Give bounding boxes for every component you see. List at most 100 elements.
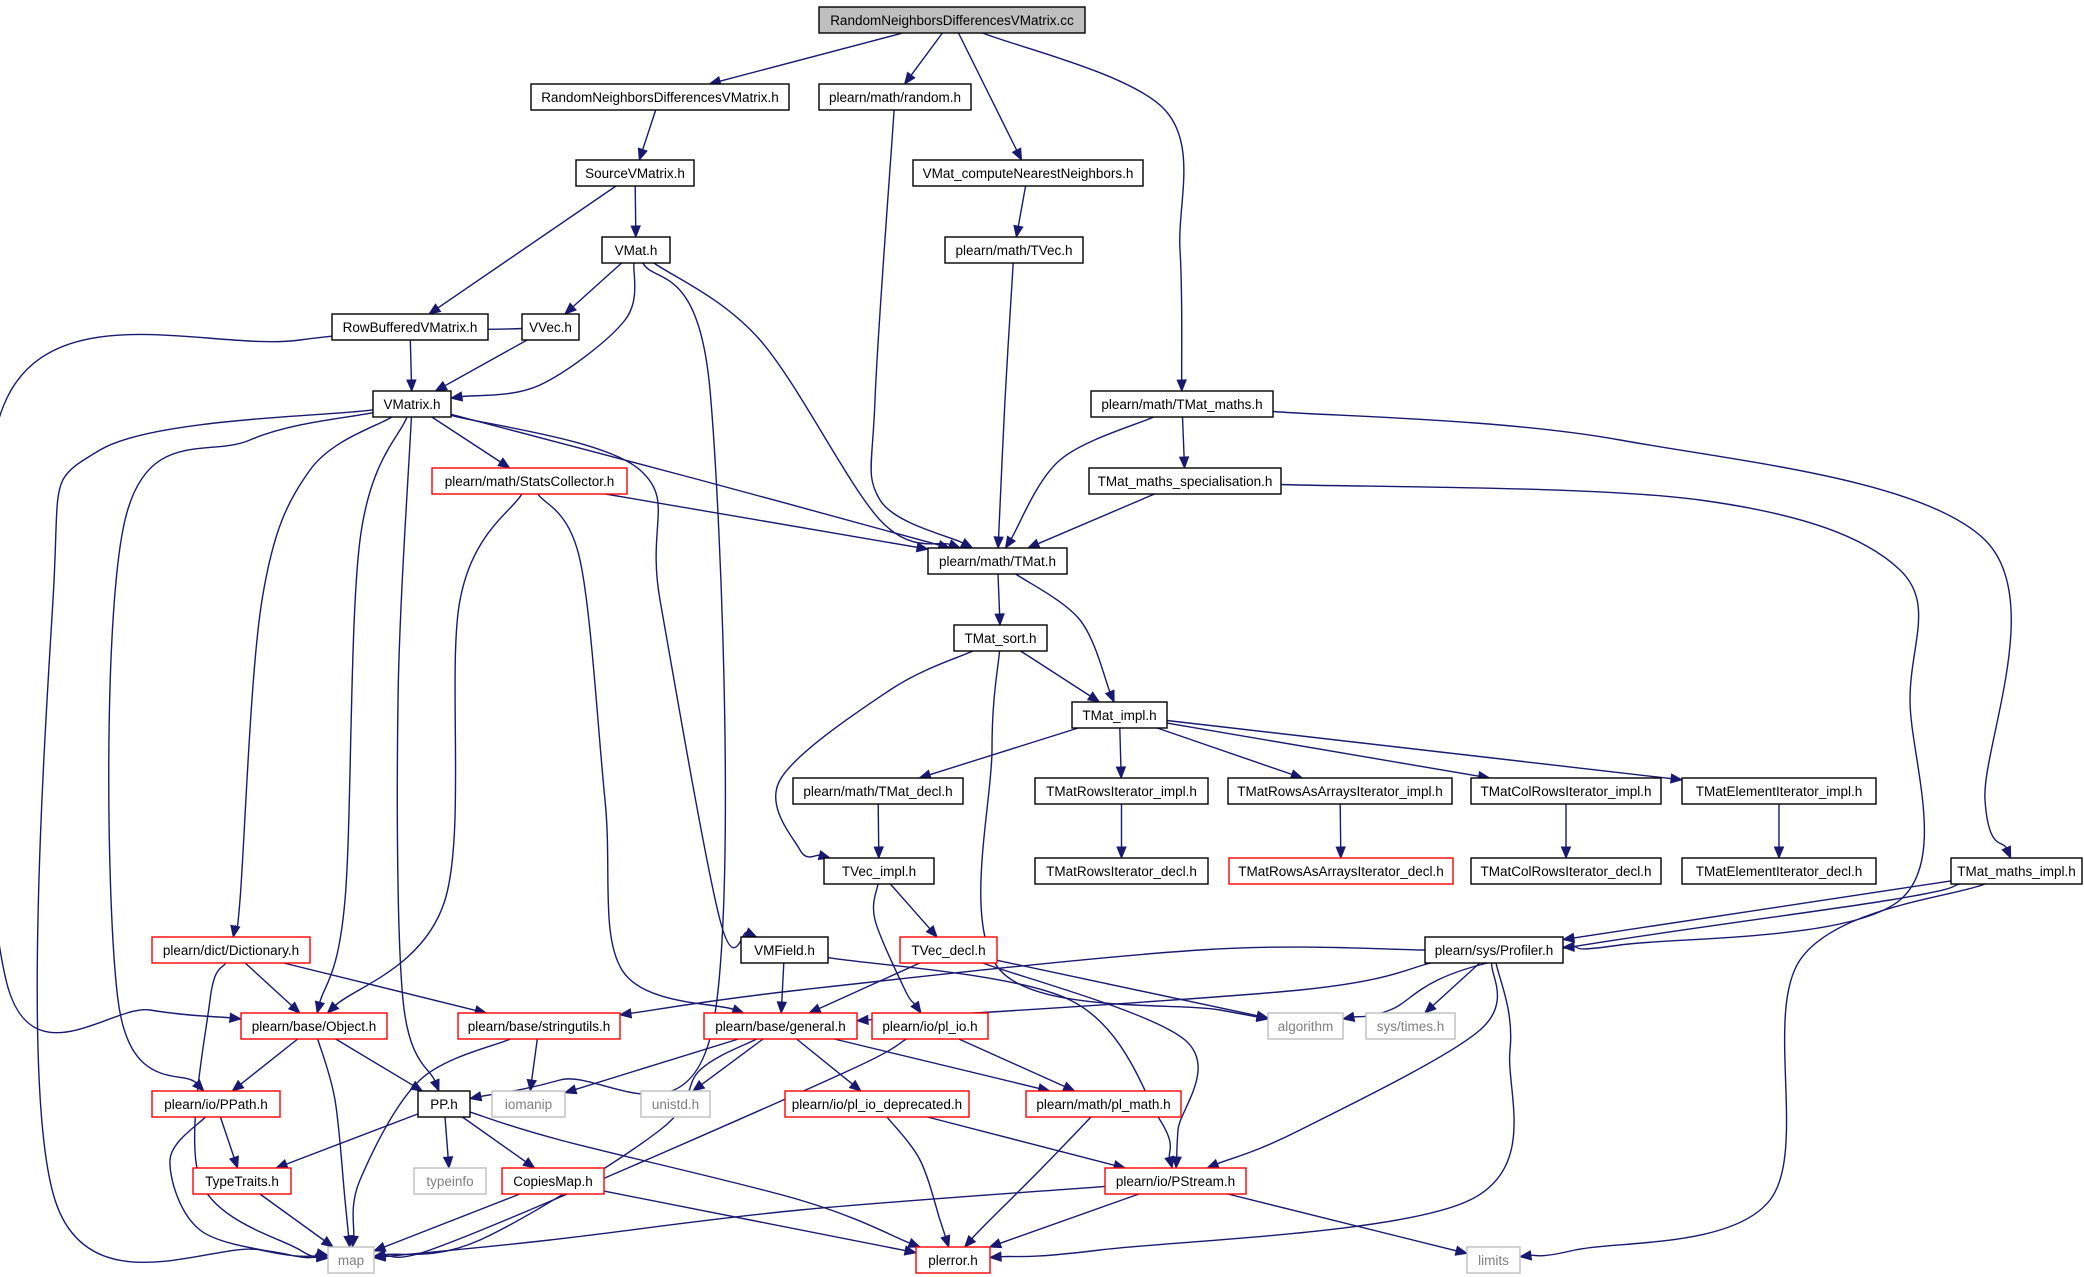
node-typetraits[interactable]: TypeTraits.h — [192, 1167, 292, 1195]
arrowhead-icon — [526, 1078, 538, 1093]
node-sourcevm[interactable]: SourceVMatrix.h — [575, 159, 695, 187]
edge-line — [259, 1193, 325, 1242]
node-dict-h[interactable]: plearn/dict/Dictionary.h — [151, 936, 311, 964]
arrowhead-icon — [776, 1001, 788, 1015]
edge-line — [108, 412, 374, 1084]
node-label: TVec_decl.h — [911, 943, 985, 958]
edge-line — [409, 339, 413, 381]
node-tmat-h[interactable]: plearn/math/TMat.h — [927, 547, 1068, 575]
node-ppath[interactable]: plearn/io/PPath.h — [151, 1090, 281, 1118]
arrowhead-icon — [230, 924, 241, 939]
edge-tmat_spec-to-tmat_h — [1026, 493, 1155, 549]
node-plerror[interactable]: plerror.h — [915, 1246, 991, 1274]
arrowhead-icon — [1026, 538, 1041, 549]
node-label: VMField.h — [754, 943, 815, 958]
edge-pstream-to-plerror — [988, 1193, 1140, 1249]
node-tmelem-decl[interactable]: TMatElementIterator_decl.h — [1681, 857, 1877, 885]
edge-copiesmap-to-plerror — [603, 1190, 918, 1256]
node-tmat-decl[interactable]: plearn/math/TMat_decl.h — [792, 777, 964, 805]
node-tmat-mimpl[interactable]: TMat_maths_impl.h — [1950, 857, 2083, 885]
node-tmat-sort[interactable]: TMat_sort.h — [953, 624, 1048, 652]
node-pp-h[interactable]: PP.h — [417, 1090, 471, 1118]
arrowhead-icon — [903, 1245, 918, 1256]
edge-line — [0, 327, 523, 1034]
edge-line — [1020, 650, 1091, 697]
node-rowbuf[interactable]: RowBufferedVMatrix.h — [331, 313, 489, 341]
node-box — [1424, 936, 1564, 964]
nodes: RandomNeighborsDifferencesVMatrix.ccRand… — [151, 6, 2083, 1274]
edge-vvec_h-to-vmatrix_h — [434, 339, 528, 392]
node-label: TMat_maths_impl.h — [1957, 864, 2076, 879]
node-label: RandomNeighborsDifferencesVMatrix.h — [541, 90, 779, 105]
arrowhead-icon — [1171, 1156, 1182, 1170]
node-random-h[interactable]: plearn/math/random.h — [818, 83, 972, 111]
edge-tvec_decl-to-general_h — [807, 962, 921, 1014]
node-tmraa-decl[interactable]: TMatRowsAsArraysIterator_decl.h — [1228, 857, 1454, 885]
node-label: plearn/math/pl_math.h — [1036, 1097, 1170, 1112]
node-box — [1025, 1090, 1182, 1118]
node-label: TMat_impl.h — [1082, 708, 1156, 723]
edge-tmat_sort-to-tmat_impl — [1020, 650, 1101, 703]
edge-pstream-to-limits — [1227, 1193, 1469, 1256]
edge-statscol-to-tmat_h — [605, 493, 930, 553]
edge-vmat_h-to-tmat_h — [653, 262, 962, 550]
node-vmfield[interactable]: VMField.h — [740, 936, 829, 964]
node-pstream[interactable]: plearn/io/PStream.h — [1104, 1167, 1247, 1195]
node-tmcol-decl[interactable]: TMatColRowsIterator_decl.h — [1470, 857, 1662, 885]
edge-rowbuf-to-vmatrix_h — [406, 339, 417, 393]
edge-ppath-to-typetraits — [219, 1116, 239, 1170]
arrowhead-icon — [320, 1236, 335, 1248]
node-stringutils[interactable]: plearn/base/stringutils.h — [457, 1012, 621, 1040]
node-label: PP.h — [430, 1097, 458, 1112]
node-label: plearn/base/stringutils.h — [468, 1019, 611, 1034]
node-map: map — [327, 1246, 375, 1274]
edge-pl_io_dep-to-pstream — [927, 1116, 1127, 1171]
node-label: VMat_computeNearestNeighbors.h — [923, 166, 1134, 181]
arrowhead-icon — [940, 1234, 951, 1249]
arrowhead-icon — [497, 457, 511, 469]
edge-line — [531, 1038, 538, 1081]
node-pl-io-dep[interactable]: plearn/io/pl_io_deprecated.h — [784, 1090, 970, 1118]
node-box — [372, 390, 452, 418]
node-profiler[interactable]: plearn/sys/Profiler.h — [1424, 936, 1564, 964]
edge-pl_io-to-map — [372, 1038, 907, 1261]
node-tmat-spec[interactable]: TMat_maths_specialisation.h — [1088, 467, 1282, 495]
node-general-h[interactable]: plearn/base/general.h — [703, 1012, 858, 1040]
node-tmat-maths[interactable]: plearn/math/TMat_maths.h — [1090, 390, 1274, 418]
edge-root-to-rndvm_h — [708, 32, 903, 87]
edge-stringutils-to-map — [348, 1038, 511, 1249]
node-tmrows-decl[interactable]: TMatRowsIterator_decl.h — [1034, 857, 1209, 885]
edge-line — [431, 416, 501, 463]
node-copiesmap[interactable]: CopiesMap.h — [501, 1167, 605, 1195]
node-label: TMatRowsIterator_impl.h — [1046, 784, 1197, 799]
node-box — [818, 83, 972, 111]
node-object-h[interactable]: plearn/base/Object.h — [240, 1012, 388, 1040]
node-label: plearn/dict/Dictionary.h — [163, 943, 299, 958]
node-vvec-h[interactable]: VVec.h — [521, 313, 580, 341]
node-tvec-decl[interactable]: TVec_decl.h — [899, 936, 998, 964]
node-vmatrix-h[interactable]: VMatrix.h — [372, 390, 452, 418]
node-pl-io[interactable]: plearn/io/pl_io.h — [871, 1012, 989, 1040]
edge-line — [396, 416, 436, 1082]
edges — [0, 32, 2012, 1264]
arrowhead-icon — [427, 303, 442, 315]
node-statscol[interactable]: plearn/math/StatsCollector.h — [431, 467, 628, 495]
node-tvec-impl[interactable]: TVec_impl.h — [823, 857, 935, 885]
node-vmat-cnn[interactable]: VMat_computeNearestNeighbors.h — [912, 159, 1144, 187]
edge-line — [997, 262, 1014, 538]
node-tmat-impl[interactable]: TMat_impl.h — [1071, 701, 1168, 729]
arrowhead-icon — [630, 225, 641, 239]
node-tvec-h[interactable]: plearn/math/TVec.h — [944, 236, 1084, 264]
node-rndvm-h[interactable]: RandomNeighborsDifferencesVMatrix.h — [530, 83, 790, 111]
node-root[interactable]: RandomNeighborsDifferencesVMatrix.cc — [818, 6, 1086, 34]
node-vmat-h[interactable]: VMat.h — [601, 236, 671, 264]
node-pl-math[interactable]: plearn/math/pl_math.h — [1025, 1090, 1182, 1118]
node-tmraa-impl[interactable]: TMatRowsAsArraysIterator_impl.h — [1227, 777, 1453, 805]
arrowhead-icon — [963, 1234, 977, 1248]
node-tmrows-impl[interactable]: TMatRowsIterator_impl.h — [1034, 777, 1209, 805]
arrowhead-icon — [855, 1014, 869, 1026]
node-tmcol-impl[interactable]: TMatColRowsIterator_impl.h — [1470, 777, 1662, 805]
node-tmelem-impl[interactable]: TMatElementIterator_impl.h — [1681, 777, 1877, 805]
node-box — [1470, 777, 1662, 805]
edge-line — [982, 32, 1185, 381]
